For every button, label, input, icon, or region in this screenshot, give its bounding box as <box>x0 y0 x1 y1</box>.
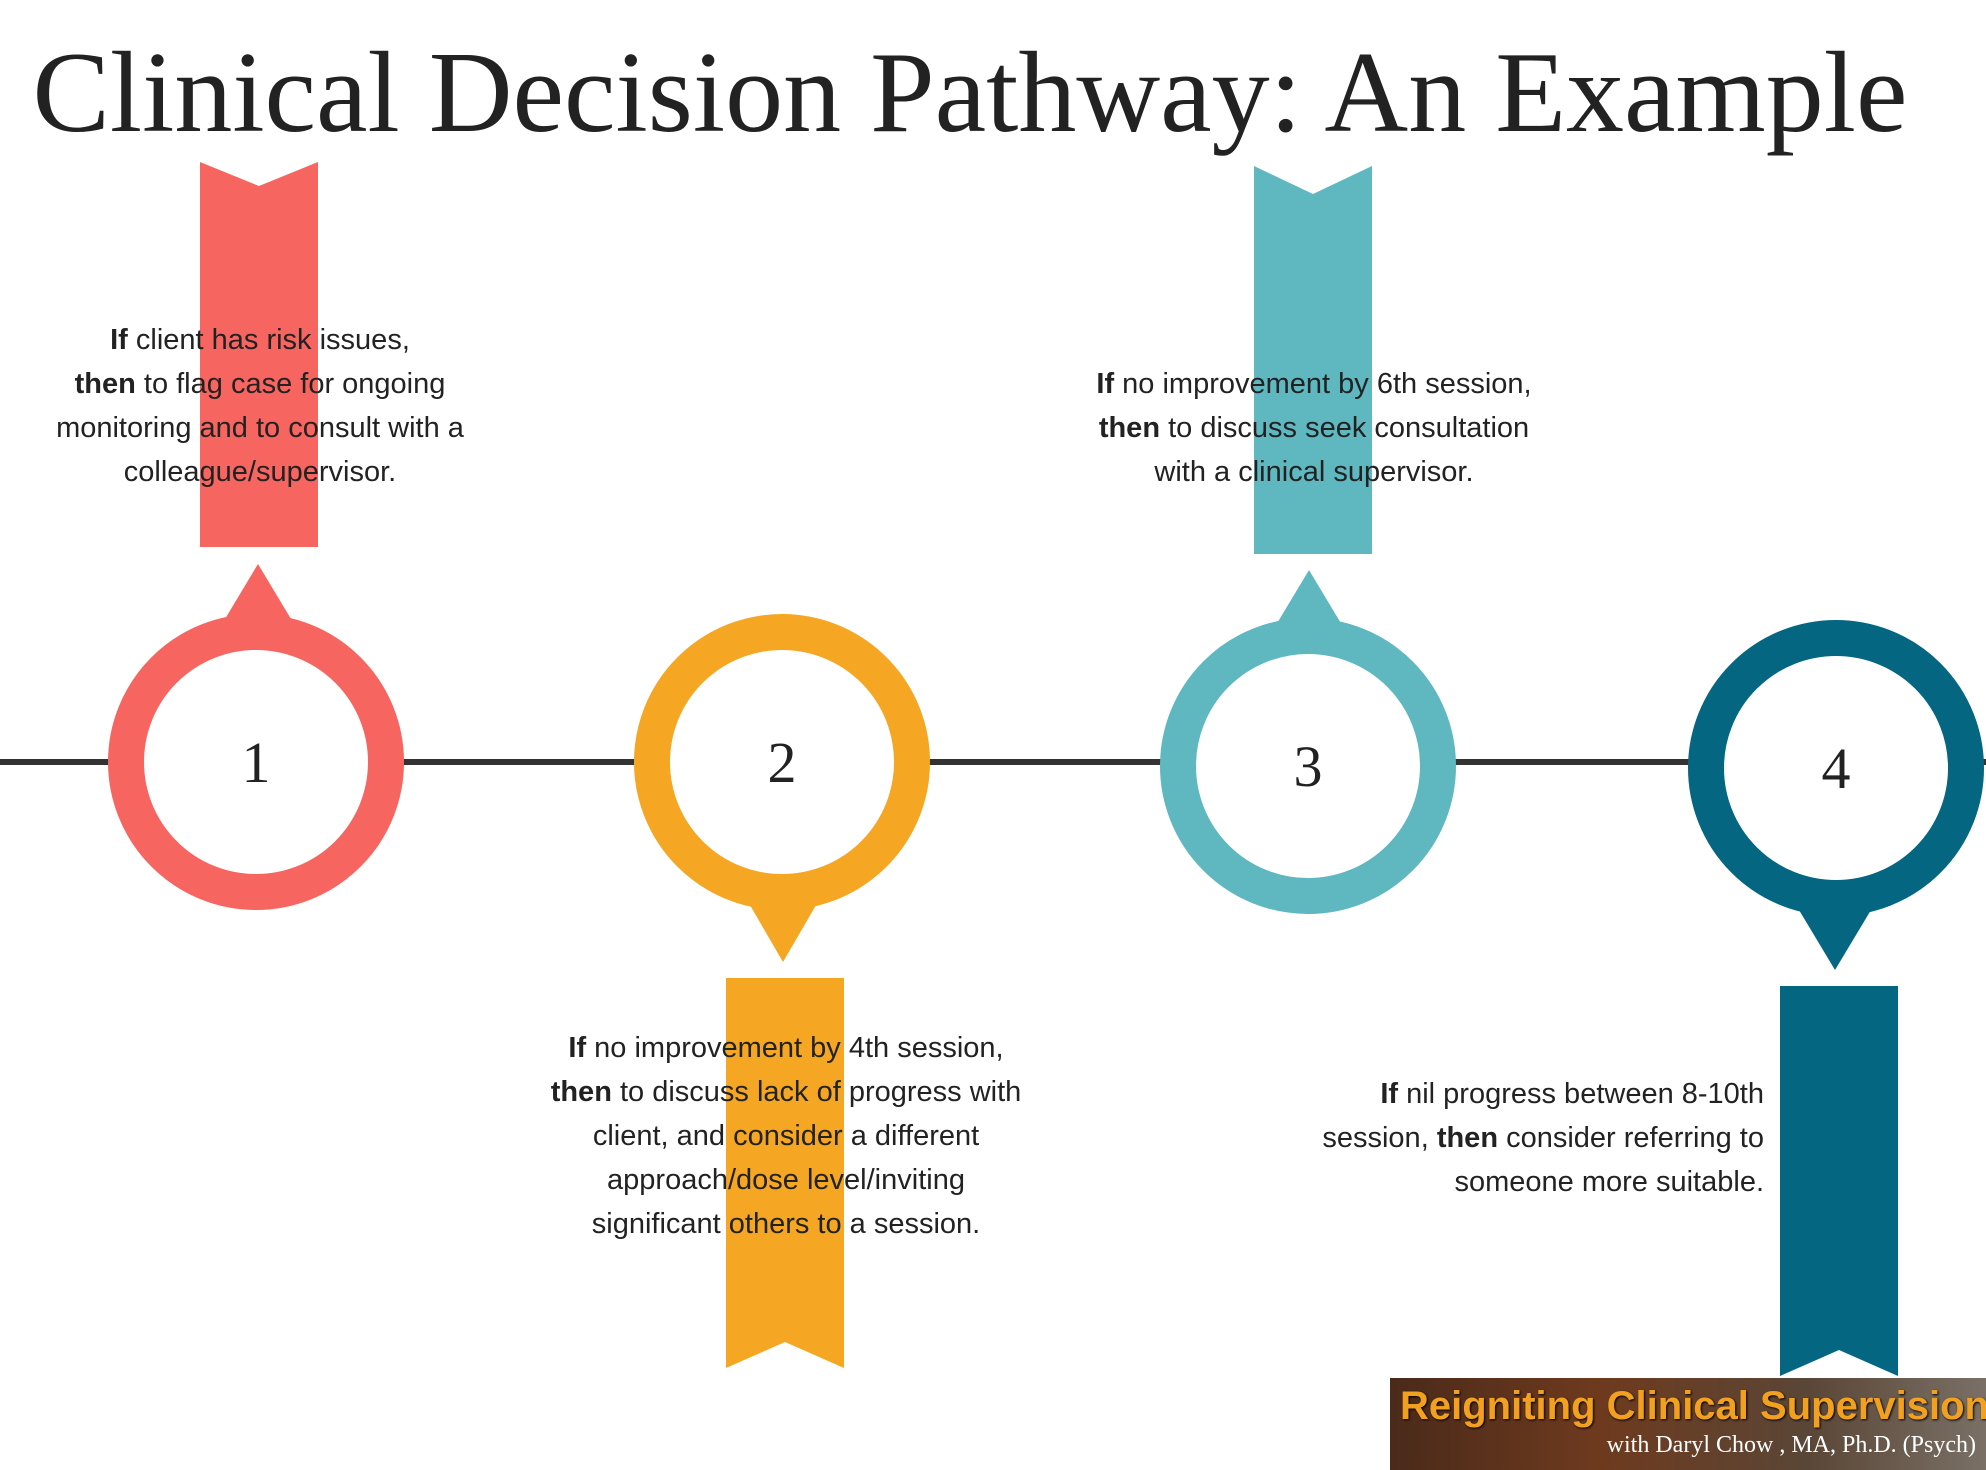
timeline-line <box>0 759 1986 765</box>
step-1-text: If client has risk issues, then to flag … <box>56 324 464 488</box>
step-3-ribbon <box>1254 166 1372 554</box>
step-1-circle: 1 <box>108 614 404 910</box>
step-4-ribbon <box>1780 986 1898 1376</box>
logo-title: Reigniting Clinical Supervision <box>1400 1384 1986 1428</box>
brand-logo: Reigniting Clinical Supervision with Dar… <box>1390 1378 1986 1470</box>
step-2-circle: 2 <box>634 614 930 910</box>
step-1-number: 1 <box>241 729 271 795</box>
step-3-circle: 3 <box>1160 618 1456 914</box>
step-4-pointer <box>1799 910 1871 970</box>
step-3-text: If no improvement by 6th session, then t… <box>1096 368 1532 488</box>
step-2-pointer <box>747 900 819 962</box>
step-2-ribbon <box>726 978 844 1368</box>
step-4-text: If nil progress between 8-10th session, … <box>1322 1078 1764 1198</box>
logo-subtitle: with Daryl Chow , MA, Ph.D. (Psych) <box>1606 1432 1976 1458</box>
step-3-number: 3 <box>1293 733 1323 799</box>
step-4-number: 4 <box>1821 735 1851 801</box>
step-4-circle: 4 <box>1688 620 1984 916</box>
step-2-number: 2 <box>767 729 797 795</box>
page-title: Clinical Decision Pathway: An Example <box>32 29 1908 157</box>
step-1-ribbon <box>200 162 318 547</box>
step-2-text: If no improvement by 4th session, then t… <box>550 1032 1022 1240</box>
